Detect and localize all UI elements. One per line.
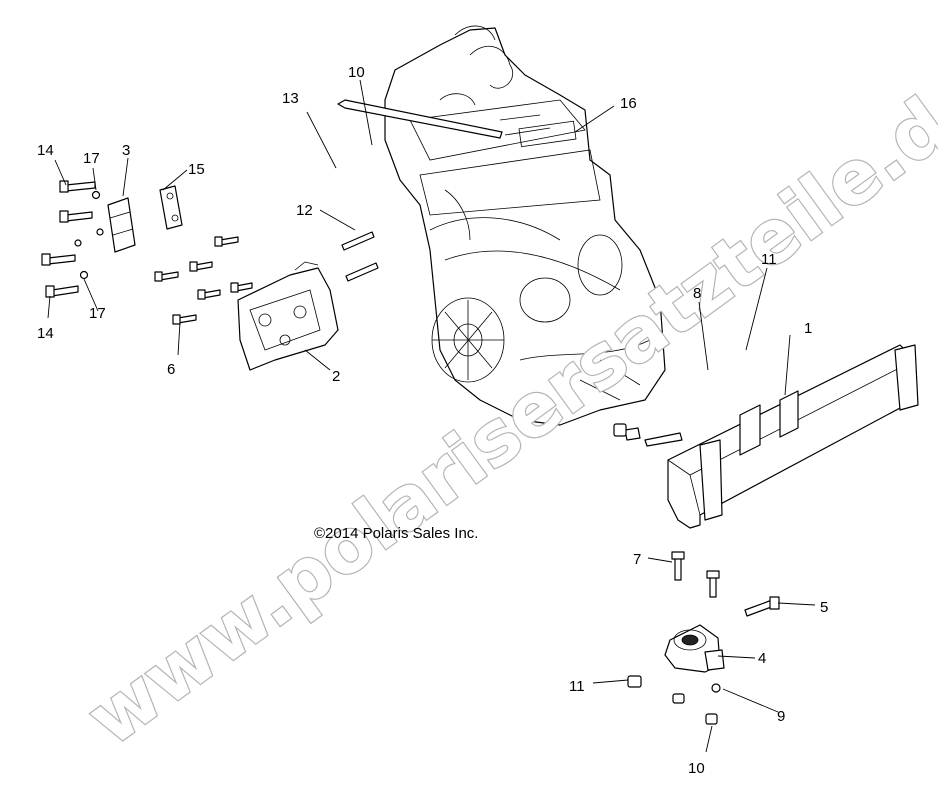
callout-11-bottom: 11 [569,678,585,695]
callout-6: 6 [167,361,175,378]
callout-17-top: 17 [83,150,100,167]
callout-2: 2 [332,368,340,385]
callout-5: 5 [820,599,828,616]
callout-11-right: 11 [761,251,777,268]
callouts: 1 2 3 4 5 6 7 8 9 10 10 11 11 12 13 14 1… [37,64,828,777]
engine-mount-bracket [237,261,339,371]
callout-9: 9 [777,708,785,725]
callout-12: 12 [296,202,313,219]
copyright-text: ©2014 Polaris Sales Inc. [314,525,478,542]
leader-lines [47,79,816,753]
left-hardware [41,180,183,298]
callout-4: 4 [758,650,766,667]
callout-14-bottom: 14 [37,325,54,342]
callout-15: 15 [188,161,205,178]
callout-7: 7 [633,551,641,568]
callout-10-bottom: 10 [688,760,705,777]
engine-assembly [337,25,683,447]
callout-1: 1 [804,320,812,337]
callout-3: 3 [122,142,130,159]
callout-16: 16 [620,95,637,112]
callout-13: 13 [282,90,299,107]
front-mount-hardware [627,551,780,725]
bracket-bolts [154,236,253,325]
callout-10-top: 10 [348,64,365,81]
callout-17-bottom: 17 [89,305,106,322]
callout-8: 8 [693,285,701,302]
callout-14-top: 14 [37,142,54,159]
frame-crossmember [667,344,919,529]
